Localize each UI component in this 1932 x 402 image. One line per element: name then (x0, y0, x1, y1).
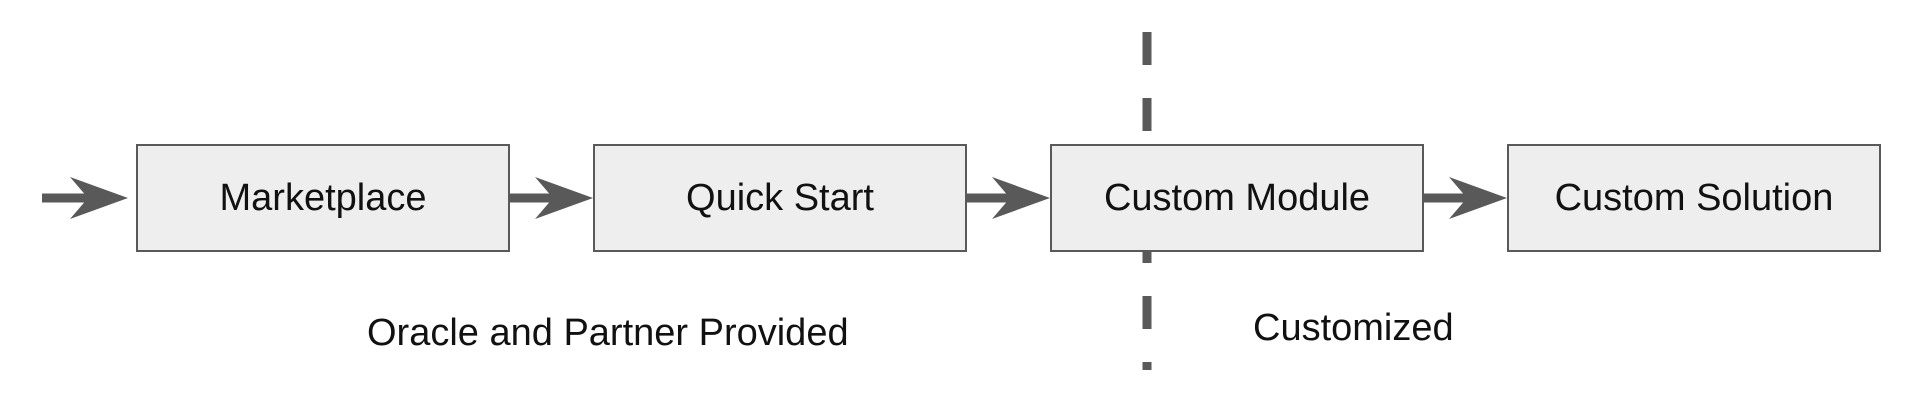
arrow-quick-start-to-custom-module (967, 177, 1050, 219)
stage-label-quick-start: Quick Start (686, 176, 874, 219)
stage-label-custom-module: Custom Module (1103, 176, 1371, 219)
stage-label-custom-solution: Custom Solution (1554, 176, 1834, 219)
arrow-marketplace-to-quick-start (510, 177, 593, 219)
stage-box-quick-start: Quick Start (593, 144, 967, 252)
stage-box-custom-solution: Custom Solution (1507, 144, 1881, 252)
region-label-provided: Oracle and Partner Provided (367, 312, 849, 354)
arrow-custom-module-to-custom-solution (1424, 177, 1507, 219)
stage-box-marketplace: Marketplace (136, 144, 510, 252)
region-label-customized: Customized (1253, 307, 1454, 349)
stage-box-custom-module: Custom Module (1050, 144, 1424, 252)
stage-label-marketplace: Marketplace (219, 176, 427, 219)
entry-arrow (42, 177, 128, 219)
